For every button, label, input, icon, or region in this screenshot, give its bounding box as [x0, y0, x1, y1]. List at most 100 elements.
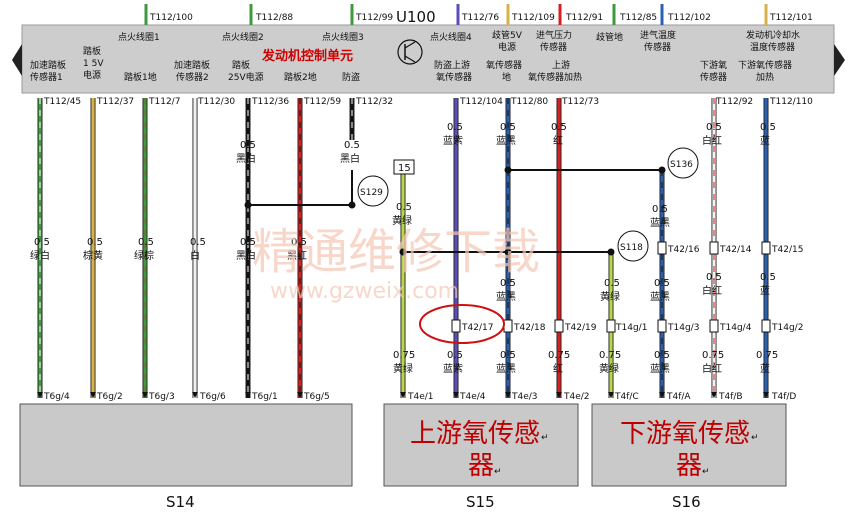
- component-pin: T4f/D: [771, 392, 796, 402]
- connector-pin: T14g/1: [615, 323, 647, 333]
- component-pin: T6g/1: [251, 392, 278, 402]
- return-mark: ↵: [702, 467, 710, 477]
- ecu-pin: T112/110: [769, 97, 813, 107]
- ecu-pin: T112/92: [715, 97, 753, 107]
- ecu-pin: T112/36: [251, 97, 289, 107]
- unit-name: U100: [396, 8, 436, 26]
- pin-arrow-icon: [142, 392, 148, 398]
- label-ignition-coil-3: 点火线圈3: [322, 31, 364, 43]
- wire-color: 蓝: [760, 285, 770, 297]
- wire-color: 黄绿: [393, 362, 413, 375]
- left-wire-labels: 0.5 绿白 0.5 棕黄 0.5 绿棕 0.5 白 0.5 黑白 0.5 黑红: [30, 237, 307, 262]
- splice-label: S118: [620, 243, 643, 253]
- wire-color: 绿棕: [134, 249, 154, 262]
- wire-size: 0.5: [654, 350, 670, 361]
- label-pedal-15v-b: 1 5V: [83, 59, 104, 69]
- label-o2-ground-a: 氧传感器: [486, 59, 522, 71]
- pin-arrow-icon: [763, 392, 769, 398]
- label-upstream-o2-a: 防盗上游: [434, 59, 470, 71]
- wire-size: 0.5: [240, 237, 256, 248]
- inline-connector-icon: [554, 319, 564, 333]
- s15-text-line1: 上游氧传感: [410, 419, 540, 449]
- top-pin: T112/76: [461, 13, 499, 23]
- junction-dot: [658, 166, 666, 174]
- connector-pin: T42/18: [513, 323, 546, 333]
- wire-size: 0.5: [344, 140, 360, 151]
- wire-size: 0.75: [702, 350, 724, 361]
- label-o2-ground-b: 地: [502, 71, 511, 83]
- splice-s129: S129: [357, 175, 389, 207]
- top-wire-stubs: [144, 4, 768, 25]
- pin-arrow-icon: [505, 392, 511, 398]
- wire-size: 0.5: [500, 278, 516, 289]
- s15-text-line2: 器: [468, 451, 494, 481]
- wire-size: 0.75: [756, 350, 778, 361]
- label-ignition-coil-4: 点火线圈4: [430, 31, 472, 43]
- connector-pin: T42/14: [719, 245, 752, 255]
- component-pin: T4f/B: [718, 392, 743, 402]
- wire-color: 红: [553, 362, 563, 375]
- connector-pin: T14g/4: [719, 323, 752, 333]
- ecu-pin: T112/73: [561, 97, 599, 107]
- component-s16-label: S16: [672, 493, 701, 511]
- wire-size: 0.5: [240, 140, 256, 151]
- return-mark: ↵: [494, 467, 502, 477]
- label-upstream-heater-b: 氧传感器加热: [528, 71, 582, 83]
- wire-color: 黄绿: [392, 214, 412, 227]
- ecu-pin: T112/37: [96, 97, 134, 107]
- label-intake-temp-a: 进气温度: [640, 29, 676, 41]
- top-pin: T112/101: [769, 13, 813, 23]
- wire-size: 0.5: [190, 237, 206, 248]
- wire-color: 蓝: [760, 363, 770, 375]
- label-intake-pressure-a: 进气压力: [536, 29, 572, 41]
- label-pedal-25v-a: 踏板: [232, 59, 250, 71]
- wire-color: 黄绿: [600, 290, 620, 303]
- wire-size: 0.5: [291, 237, 307, 248]
- ecu-pin: T112/7: [148, 97, 180, 107]
- label-accel-sensor1-b: 传感器1: [30, 71, 63, 83]
- wire-color: 蓝黑: [496, 363, 516, 375]
- wire-color: 蓝紫: [443, 363, 463, 375]
- label-ignition-coil-2: 点火线圈2: [222, 31, 264, 43]
- inline-connector-icon: [761, 319, 771, 333]
- wire-color: 蓝黑: [496, 291, 516, 303]
- wire-size: 0.5: [447, 350, 463, 361]
- label-accel-sensor2-b: 传感器2: [176, 71, 209, 83]
- connector-pin: T14g/3: [667, 323, 699, 333]
- wire-size: 0.5: [500, 350, 516, 361]
- label-accel-sensor1-a: 加速踏板: [30, 59, 66, 71]
- component-pin: T4f/C: [614, 392, 639, 402]
- pin-arrow-icon: [711, 392, 717, 398]
- pin-arrow-icon: [90, 392, 96, 398]
- pin-arrow-icon: [400, 392, 406, 398]
- wire-color: 蓝黑: [650, 291, 670, 303]
- ecu-pin: T112/59: [303, 97, 341, 107]
- pin-arrow-icon: [659, 392, 665, 398]
- component-pin-labels: T6g/4 T6g/2 T6g/3 T6g/6 T6g/1 T6g/5 T4e/…: [43, 392, 796, 402]
- highlight-ellipse: [419, 304, 505, 344]
- wire-color: 红: [553, 134, 563, 147]
- wire-size: 0.5: [87, 237, 103, 248]
- terminal-15-label: 15: [398, 163, 411, 174]
- wire-size: 0.5: [652, 204, 668, 215]
- label-pedal2-ground: 踏板2地: [284, 71, 317, 83]
- wire-size: 0.5: [760, 122, 776, 133]
- splice-label: S136: [670, 160, 693, 170]
- wire-color: 蓝紫: [443, 135, 463, 147]
- component-pin: T6g/2: [96, 392, 123, 402]
- inline-connector-icon: [761, 241, 771, 255]
- pin-arrow-icon: [453, 392, 459, 398]
- mid-wire-labels: 0.5 白红 0.5 蓝 0.5 蓝黑 0.5 黄绿 0.5 蓝黑: [496, 272, 776, 303]
- label-accel-sensor2-a: 加速踏板: [174, 59, 210, 71]
- label-coolant-temp-a: 发动机冷却水: [746, 29, 800, 41]
- top-pin: T112/88: [255, 13, 293, 23]
- wire-color: 绿白: [30, 249, 50, 262]
- ecu-pin: T112/32: [355, 97, 393, 107]
- wire-color: 蓝黑: [650, 217, 670, 229]
- wire-color: 黑白: [236, 152, 256, 165]
- wire-color: 蓝: [760, 135, 770, 147]
- label-manifold-5v-a: 歧管5V: [492, 29, 523, 41]
- wire-size: 0.5: [706, 122, 722, 133]
- label-ignition-coil-1: 点火线圈1: [118, 31, 160, 43]
